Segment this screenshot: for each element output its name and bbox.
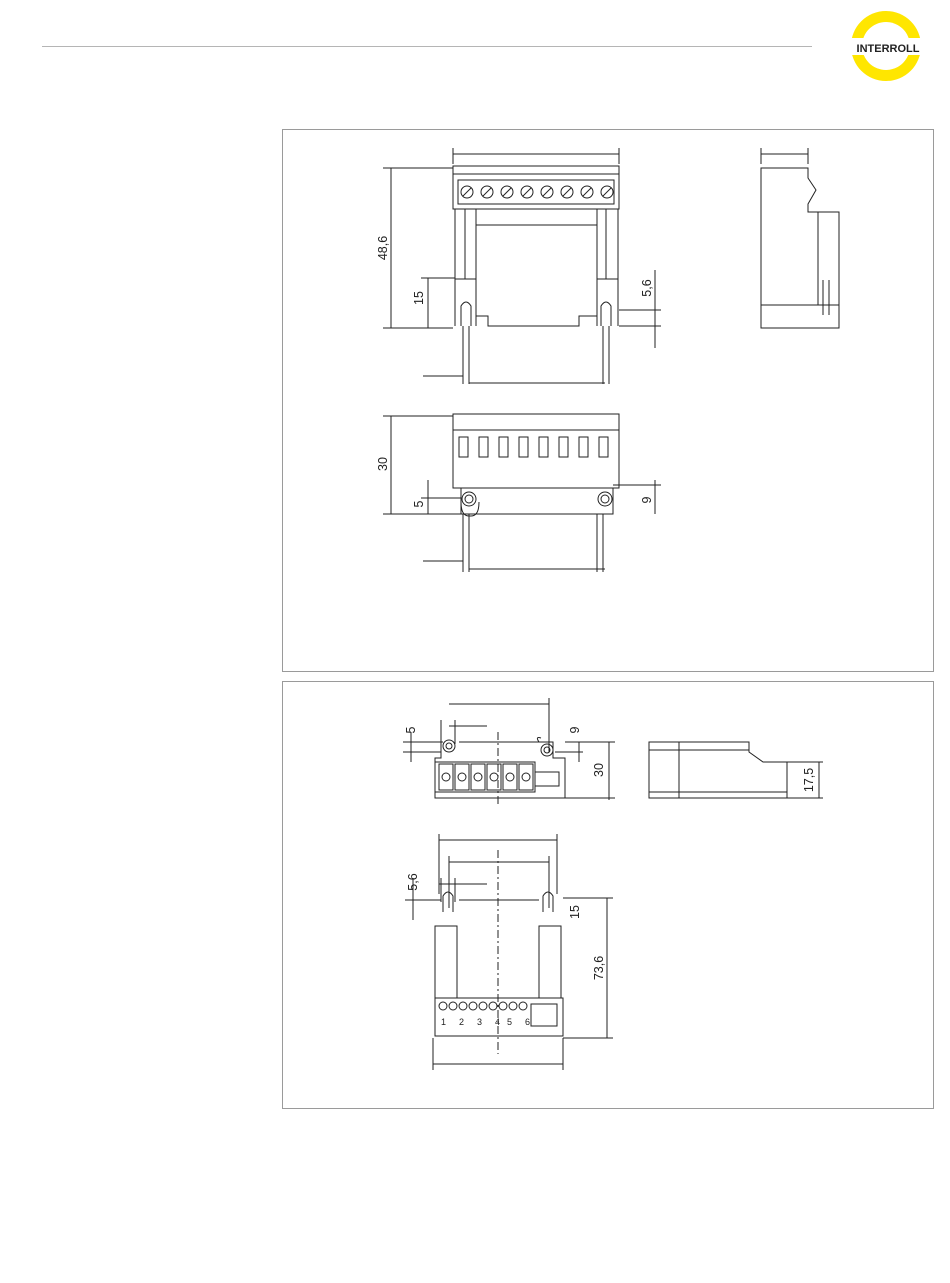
dim2-pin-15: 15: [568, 905, 582, 919]
terminal-label: 5: [507, 1017, 512, 1027]
front-view-1: [453, 166, 619, 384]
dim-hole-height-9: 9: [640, 496, 654, 503]
front-view-2: [405, 834, 613, 1070]
side-view-1: [761, 148, 839, 328]
dim-height-48-6: 48,6: [376, 236, 390, 260]
drawing-1: 48,6 15 5,6 30 5 9: [283, 130, 933, 671]
dim2-hole-offset-5-6: 5,6: [406, 873, 420, 890]
bottom-view-1: [383, 414, 661, 572]
terminal-label: 4: [495, 1017, 500, 1027]
top-view-2: [403, 698, 615, 807]
dim2-length-73-6: 73,6: [592, 956, 606, 980]
drawing-panel-1: 48,6 15 5,6 30 5 9: [282, 129, 934, 672]
interroll-logo: INTERROLL: [840, 8, 936, 84]
logo-text: INTERROLL: [857, 43, 920, 55]
dim-hole-5-6: 5,6: [640, 279, 654, 296]
terminal-label: 1: [441, 1017, 446, 1027]
dim-depth-30: 30: [376, 457, 390, 471]
terminal-label: 3: [477, 1017, 482, 1027]
side-view-2: [649, 742, 823, 798]
dim2-depth-30: 30: [592, 763, 606, 777]
dim2-hole-edge-5: 5: [404, 726, 418, 733]
terminal-label: 2: [459, 1017, 464, 1027]
dim2-hole-height-9: 9: [568, 726, 582, 733]
header-rule: [42, 46, 812, 47]
terminal-label: 6: [525, 1017, 530, 1027]
dim2-height-17-5: 17,5: [802, 768, 816, 792]
dim-hole-edge-5: 5: [412, 500, 426, 507]
dim-pin-15: 15: [412, 291, 426, 305]
